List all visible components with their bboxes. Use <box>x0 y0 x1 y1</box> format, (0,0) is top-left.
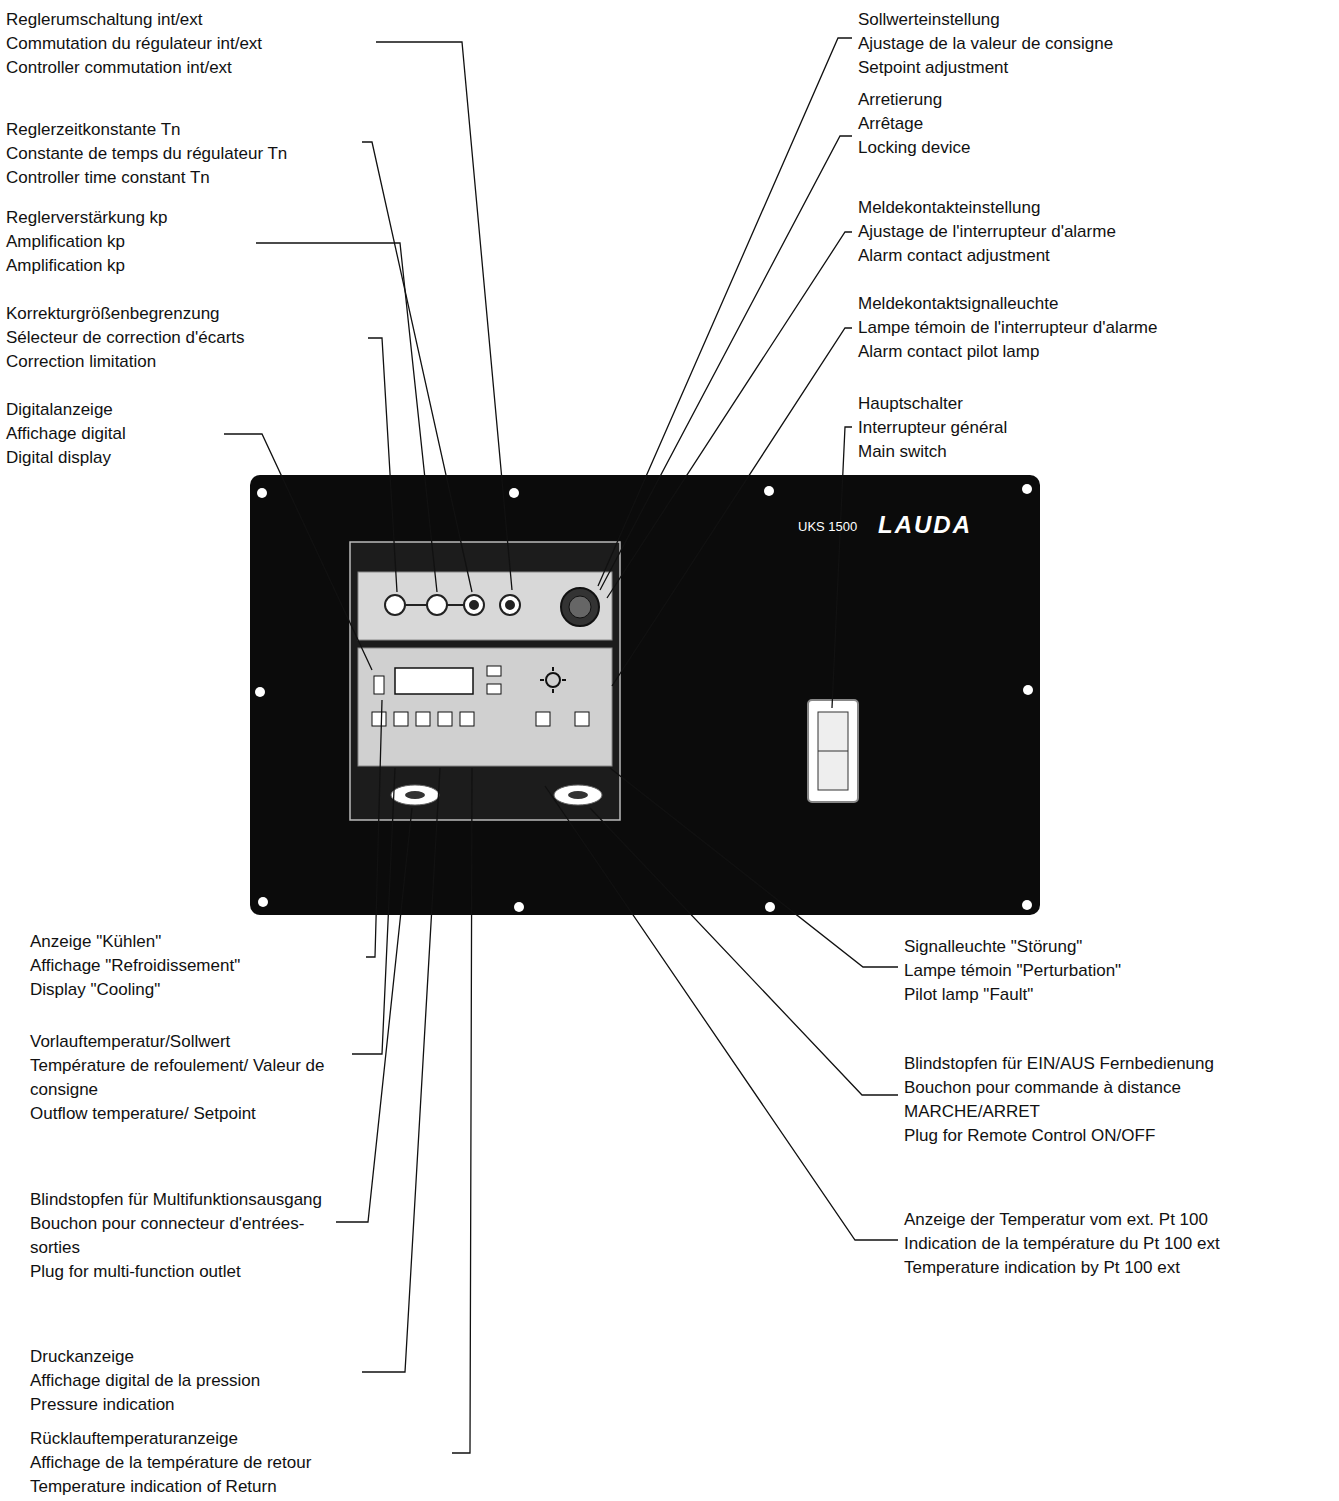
callout-label: Amplification kp <box>6 254 168 278</box>
callout-group: SollwerteinstellungAjustage de la valeur… <box>858 8 1113 80</box>
callout-group: KorrekturgrößenbegrenzungSélecteur de co… <box>6 302 245 374</box>
callout-label: Digitalanzeige <box>6 398 126 422</box>
callout-group: DruckanzeigeAffichage digital de la pres… <box>30 1345 260 1417</box>
callout-label: Température de refoulement/ Valeur de co… <box>30 1054 350 1102</box>
callout-group: Anzeige "Kühlen"Affichage "Refroidisseme… <box>30 930 240 1002</box>
callout-label: Controller time constant Tn <box>6 166 287 190</box>
callout-label: Arretierung <box>858 88 970 112</box>
brand-logo: LAUDA <box>878 511 972 539</box>
callout-label: Digital display <box>6 446 126 470</box>
callout-label: Outflow temperature/ Setpoint <box>30 1102 350 1126</box>
callout-group: Blindstopfen für EIN/AUS FernbedienungBo… <box>904 1052 1304 1148</box>
callout-label: Druckanzeige <box>30 1345 260 1369</box>
callout-label: Affichage de la température de retour <box>30 1451 311 1475</box>
callout-label: Commutation du régulateur int/ext <box>6 32 262 56</box>
callout-label: Meldekontaktsignalleuchte <box>858 292 1157 316</box>
callout-label: Korrekturgrößenbegrenzung <box>6 302 245 326</box>
callout-label: Vorlauftemperatur/Sollwert <box>30 1030 350 1054</box>
callout-group: MeldekontaktsignalleuchteLampe témoin de… <box>858 292 1157 364</box>
callout-label: Constante de temps du régulateur Tn <box>6 142 287 166</box>
callout-label: Signalleuchte "Störung" <box>904 935 1121 959</box>
callout-label: Controller commutation int/ext <box>6 56 262 80</box>
callout-label: Temperature indication by Pt 100 ext <box>904 1256 1220 1280</box>
callout-group: Vorlauftemperatur/SollwertTempérature de… <box>30 1030 350 1126</box>
model-name: UKS 1500 <box>798 519 857 534</box>
callout-group: Signalleuchte "Störung"Lampe témoin "Per… <box>904 935 1121 1007</box>
callout-label: Affichage "Refroidissement" <box>30 954 240 978</box>
callout-label: Setpoint adjustment <box>858 56 1113 80</box>
callout-label: Rücklauftemperaturanzeige <box>30 1427 311 1451</box>
callout-label: Sollwerteinstellung <box>858 8 1113 32</box>
callout-group: RücklauftemperaturanzeigeAffichage de la… <box>30 1427 311 1499</box>
callout-group: Reglerzeitkonstante TnConstante de temps… <box>6 118 287 190</box>
callout-label: Plug for multi-function outlet <box>30 1260 330 1284</box>
callout-label: Locking device <box>858 136 970 160</box>
front-panel <box>250 475 1040 915</box>
callout-group: Blindstopfen für MultifunktionsausgangBo… <box>30 1188 330 1284</box>
callout-label: Affichage digital <box>6 422 126 446</box>
callout-label: Reglerumschaltung int/ext <box>6 8 262 32</box>
callout-label: Bouchon pour connecteur d'entrées-sortie… <box>30 1212 330 1260</box>
callout-label: Display "Cooling" <box>30 978 240 1002</box>
callout-label: Main switch <box>858 440 1007 464</box>
callout-label: Ajustage de la valeur de consigne <box>858 32 1113 56</box>
callout-group: Reglerumschaltung int/extCommutation du … <box>6 8 262 80</box>
callout-label: Anzeige "Kühlen" <box>30 930 240 954</box>
device-panel: UKS 1500 LAUDA <box>250 475 1040 915</box>
callout-label: Amplification kp <box>6 230 168 254</box>
callout-label: Alarm contact pilot lamp <box>858 340 1157 364</box>
callout-label: Alarm contact adjustment <box>858 244 1116 268</box>
callout-label: Blindstopfen für Multifunktionsausgang <box>30 1188 330 1212</box>
callout-label: Lampe témoin "Perturbation" <box>904 959 1121 983</box>
callout-label: Blindstopfen für EIN/AUS Fernbedienung <box>904 1052 1304 1076</box>
callout-group: Reglerverstärkung kpAmplification kpAmpl… <box>6 206 168 278</box>
callout-label: Reglerverstärkung kp <box>6 206 168 230</box>
callout-label: Lampe témoin de l'interrupteur d'alarme <box>858 316 1157 340</box>
callout-group: MeldekontakteinstellungAjustage de l'int… <box>858 196 1116 268</box>
callout-label: Temperature indication of Return <box>30 1475 311 1499</box>
callout-label: Hauptschalter <box>858 392 1007 416</box>
callout-group: DigitalanzeigeAffichage digitalDigital d… <box>6 398 126 470</box>
callout-label: Sélecteur de correction d'écarts <box>6 326 245 350</box>
callout-label: Ajustage de l'interrupteur d'alarme <box>858 220 1116 244</box>
leader-lines <box>224 38 898 1453</box>
callout-label: Pressure indication <box>30 1393 260 1417</box>
callout-label: Affichage digital de la pression <box>30 1369 260 1393</box>
callout-label: Arrêtage <box>858 112 970 136</box>
callout-group: ArretierungArrêtageLocking device <box>858 88 970 160</box>
callout-label: Meldekontakteinstellung <box>858 196 1116 220</box>
callout-group: Anzeige der Temperatur vom ext. Pt 100In… <box>904 1208 1220 1280</box>
callout-label: Indication de la température du Pt 100 e… <box>904 1232 1220 1256</box>
callout-label: Plug for Remote Control ON/OFF <box>904 1124 1304 1148</box>
callout-label: Reglerzeitkonstante Tn <box>6 118 287 142</box>
callout-label: Bouchon pour commande à distance MARCHE/… <box>904 1076 1304 1124</box>
callout-label: Correction limitation <box>6 350 245 374</box>
callout-label: Interrupteur général <box>858 416 1007 440</box>
callout-group: HauptschalterInterrupteur généralMain sw… <box>858 392 1007 464</box>
callout-label: Pilot lamp "Fault" <box>904 983 1121 1007</box>
callout-label: Anzeige der Temperatur vom ext. Pt 100 <box>904 1208 1220 1232</box>
